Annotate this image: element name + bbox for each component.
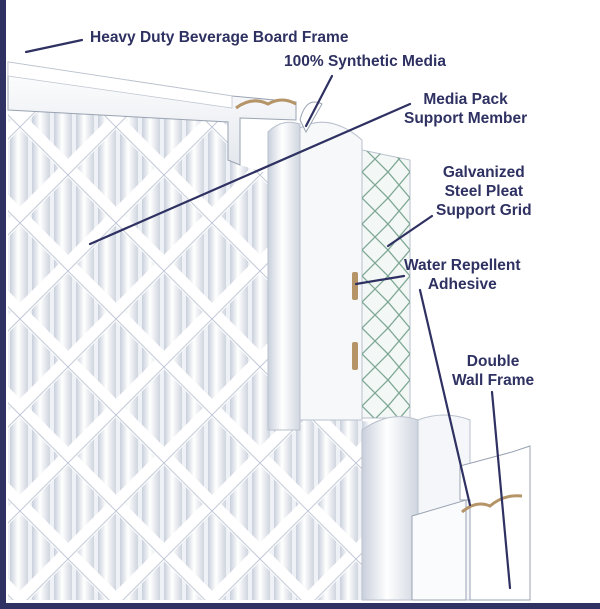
leader-adhesive-lower <box>418 288 472 507</box>
grid-wire <box>362 275 410 303</box>
grid-wire <box>362 120 410 146</box>
leader-support <box>88 102 412 246</box>
lattice-strut <box>8 110 146 600</box>
label-line: Support Grid <box>436 202 532 219</box>
grid-wire <box>362 405 410 418</box>
lattice-strut-edge <box>8 110 430 600</box>
grid-wire <box>362 120 410 146</box>
label-heavy-duty-frame: Heavy Duty Beverage Board Frame <box>90 29 349 46</box>
media-pleat <box>98 110 116 600</box>
lattice-strut-edge <box>8 110 329 600</box>
label-water-repellent-adhesive: Water Repellent Adhesive <box>404 256 521 294</box>
lattice-strut-edge <box>8 110 137 600</box>
label-line: Steel Pleat <box>444 183 523 200</box>
label-steel-grid: Galvanized Steel Pleat Support Grid <box>436 163 532 220</box>
lattice-strut-edge <box>8 110 233 600</box>
label-line: Support Member <box>404 110 528 127</box>
lattice-strut <box>182 110 430 600</box>
media-pleat <box>208 110 226 600</box>
media-pleat <box>10 110 28 600</box>
media-pack-support-member <box>267 101 363 431</box>
lattice-strut-edge <box>191 110 430 600</box>
grid-wire <box>362 405 410 418</box>
leader-frame <box>24 38 84 54</box>
leader-adhesive <box>354 274 406 286</box>
label-line: Wall Frame <box>452 372 535 389</box>
grid-wire <box>362 197 410 225</box>
label-line: Adhesive <box>427 276 497 293</box>
grid-wire <box>362 223 410 251</box>
lattice-strut <box>8 110 146 600</box>
lattice-strut <box>576 100 600 609</box>
label-double-wall-frame: Double Wall Frame <box>452 352 534 390</box>
grid-wire <box>362 327 410 355</box>
label-media-pack-support: Media Pack Support Member <box>404 90 527 128</box>
lattice-strut-edge <box>8 110 137 600</box>
lattice-strut-edge <box>576 107 600 609</box>
lattice-strut <box>8 110 242 600</box>
label-line: Media Pack <box>423 91 508 108</box>
leader-media <box>304 74 334 128</box>
label-line: Galvanized <box>442 164 525 181</box>
grid-wire <box>362 249 410 277</box>
top-frame-channel <box>7 61 297 166</box>
lattice-strut <box>8 110 242 600</box>
steel-pleat-support-grid <box>361 120 411 419</box>
lattice-strut-edge <box>8 110 233 600</box>
grid-wire <box>362 301 410 329</box>
label-synthetic-media: 100% Synthetic Media <box>284 53 446 70</box>
leader-grid <box>386 214 434 248</box>
lattice-strut <box>576 100 600 609</box>
leader-lines <box>24 38 512 590</box>
label-line: Double <box>466 353 520 370</box>
label-line: Water Repellent <box>404 257 521 274</box>
lattice-strut-edge <box>576 107 600 609</box>
leader-double-wall <box>490 390 512 590</box>
grid-wire <box>362 171 410 199</box>
grid-wire <box>362 150 410 173</box>
grid-wire <box>362 353 410 381</box>
double-wall-frame <box>361 414 531 601</box>
lattice-strut <box>8 110 338 600</box>
adhesive-beads <box>352 272 358 370</box>
lattice-strut <box>8 110 430 600</box>
grid-wire <box>362 379 410 407</box>
